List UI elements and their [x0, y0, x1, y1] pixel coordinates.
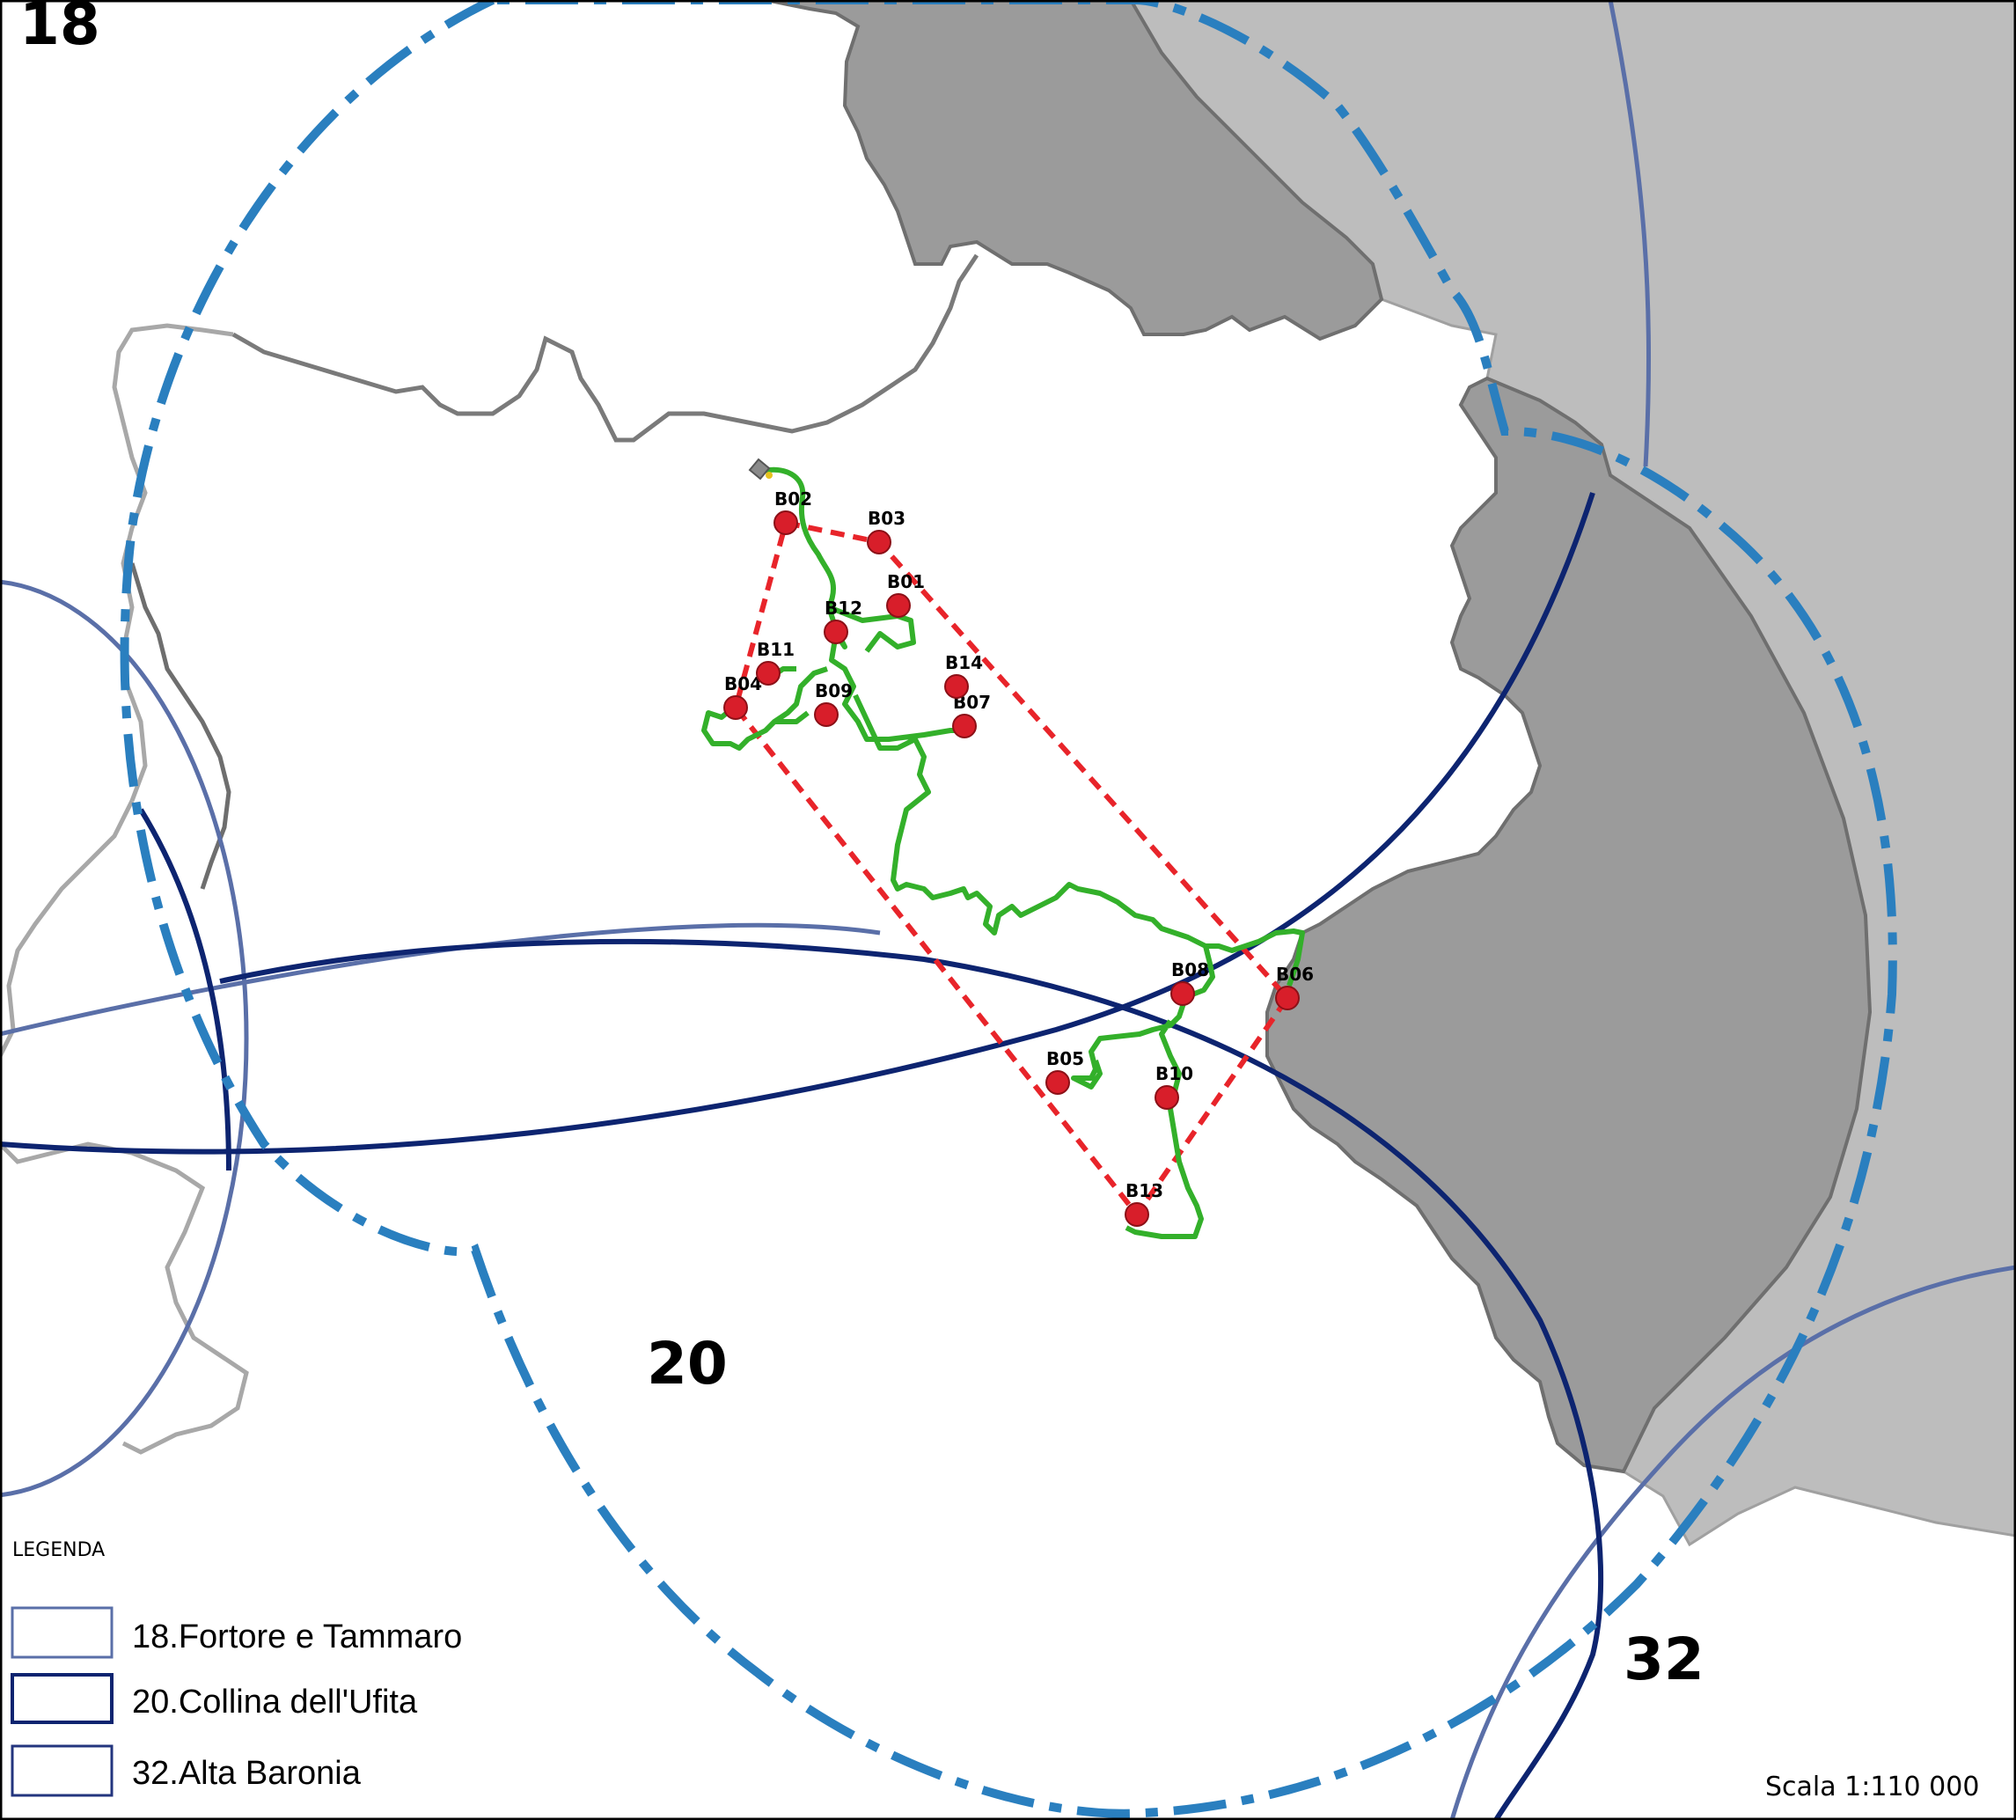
- turbine-B07[interactable]: B07: [952, 692, 991, 738]
- boundary-southwest: [0, 799, 249, 1455]
- buffer-circle-18-north: [1449, 0, 2016, 1820]
- boundary-west-mid: [231, 253, 979, 443]
- scale-label: Scala 1:110 000: [1765, 1772, 1979, 1802]
- turbine-label: B08: [1171, 959, 1209, 980]
- zone-label-20: 20: [647, 1330, 728, 1398]
- turbine-label: B01: [887, 571, 925, 592]
- turbine-label: B13: [1125, 1180, 1163, 1201]
- turbine-B10[interactable]: B10: [1155, 1063, 1193, 1110]
- buffer-circle-20-c: [219, 938, 1604, 1820]
- boundary-west-outer: [112, 323, 234, 802]
- turbine-B01[interactable]: B01: [886, 571, 925, 618]
- turbine-label: B05: [1046, 1048, 1084, 1069]
- legend-swatch-20: [11, 1673, 114, 1724]
- buffer-circle-20-a: [0, 492, 1595, 1155]
- site-boundary: [732, 519, 1291, 1220]
- legend-title: LEGENDA: [12, 1539, 105, 1561]
- turbine-B04[interactable]: B04: [723, 673, 762, 720]
- zone-label-18: 18: [19, 0, 100, 58]
- turbine-B06[interactable]: B06: [1275, 964, 1314, 1010]
- region-dark-grey-east: [1265, 376, 1873, 1474]
- substation-marker: [748, 458, 773, 481]
- turbine-label: B04: [724, 673, 762, 694]
- buffer-circle-20-b: [138, 808, 231, 1171]
- legend-swatch-18: [11, 1606, 114, 1659]
- buffer-circle-18-west: [0, 579, 249, 1498]
- turbine-B09[interactable]: B09: [814, 680, 853, 727]
- turbine-B12[interactable]: B12: [824, 598, 862, 644]
- turbine-B03[interactable]: B03: [867, 508, 905, 554]
- legend-label-32: 32.Alta Baronia: [132, 1755, 362, 1792]
- turbine-label: B06: [1276, 964, 1314, 985]
- legend-swatch-32: [11, 1744, 114, 1797]
- legend-label-18: 18.Fortore e Tammaro: [132, 1618, 462, 1655]
- turbine-label: B14: [945, 652, 983, 673]
- turbine-B08[interactable]: B08: [1170, 959, 1209, 1006]
- region-dark-grey-north: [765, 0, 1384, 341]
- turbine-B11[interactable]: B11: [756, 639, 795, 686]
- turbine-label: B09: [815, 680, 853, 701]
- turbine-B14[interactable]: B14: [944, 652, 983, 699]
- turbine-label: B02: [774, 488, 812, 510]
- legend: LEGENDA 18.Fortore e Tammaro 20.Collina …: [11, 1539, 462, 1797]
- turbine-B05[interactable]: B05: [1045, 1048, 1084, 1095]
- turbine-label: B03: [868, 508, 905, 529]
- turbine-B13[interactable]: B13: [1125, 1180, 1163, 1227]
- turbine-label: B12: [825, 598, 862, 619]
- legend-label-20: 20.Collina dell'Ufita: [132, 1684, 418, 1721]
- turbine-label: B10: [1155, 1063, 1193, 1084]
- zone-label-32: 32: [1624, 1626, 1704, 1693]
- turbine-B02[interactable]: B02: [773, 488, 812, 535]
- turbine-label: B11: [757, 639, 795, 660]
- buffer-circle-dashed: [120, 0, 1897, 1818]
